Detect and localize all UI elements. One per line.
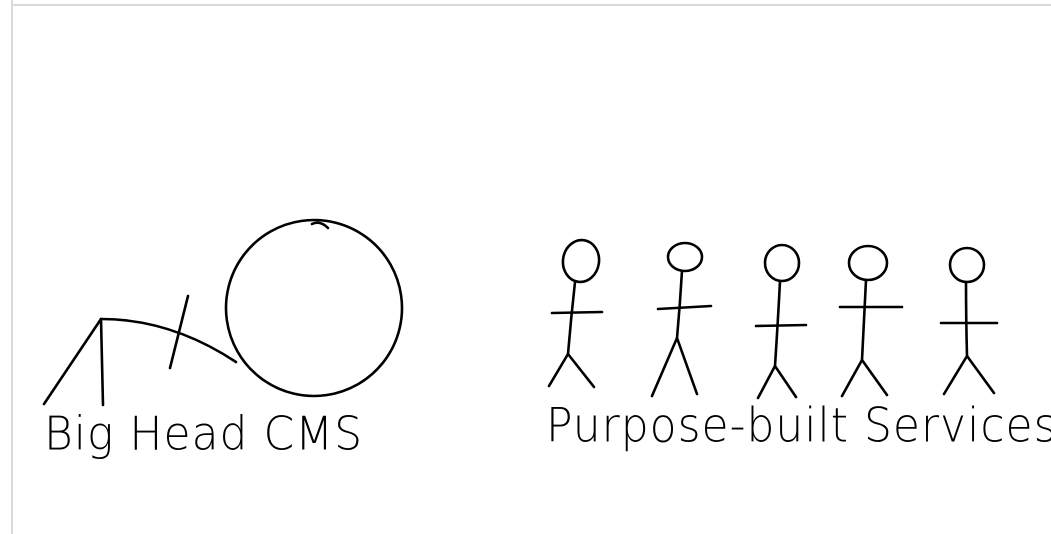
big-head-figure-icon xyxy=(42,218,404,407)
big-head-leg-back xyxy=(99,317,105,407)
stick-figure-body xyxy=(860,278,868,362)
stick-figure-arms xyxy=(550,310,604,315)
big-head-circle xyxy=(224,218,404,398)
frame-top-border xyxy=(11,4,1051,6)
big-head-cms-caption: Big Head CMS xyxy=(44,407,364,462)
stick-figure-2 xyxy=(650,241,713,398)
stick-figure-legs xyxy=(756,364,798,400)
stick-figure-head xyxy=(561,238,601,284)
big-head-leg-front xyxy=(42,317,103,406)
stick-figure-head xyxy=(847,244,889,282)
stick-figure-head xyxy=(948,246,986,284)
stick-figure-body xyxy=(773,279,782,368)
big-head-arm xyxy=(168,294,190,370)
stick-figure-body xyxy=(964,280,969,358)
stick-figure-head xyxy=(763,243,801,283)
big-head-body xyxy=(99,317,238,364)
purpose-built-services-caption: Purpose-built Services xyxy=(546,398,1051,454)
stick-figure-legs xyxy=(942,354,996,396)
stick-figure-5 xyxy=(939,246,999,396)
big-head-hair-tick xyxy=(310,221,330,230)
stick-figure-body xyxy=(566,280,577,356)
stick-figure-arms xyxy=(754,323,808,328)
stick-figure-head xyxy=(666,241,704,273)
stick-figure-arms xyxy=(656,304,713,311)
stick-figure-4 xyxy=(838,244,904,398)
stick-figure-legs xyxy=(547,352,596,389)
frame-left-border xyxy=(11,0,13,534)
stick-figure-1 xyxy=(547,238,604,389)
stick-figure-legs xyxy=(650,336,699,398)
stick-figure-body xyxy=(675,269,684,340)
stick-figure-legs xyxy=(840,358,889,398)
stick-figure-3 xyxy=(754,243,808,400)
